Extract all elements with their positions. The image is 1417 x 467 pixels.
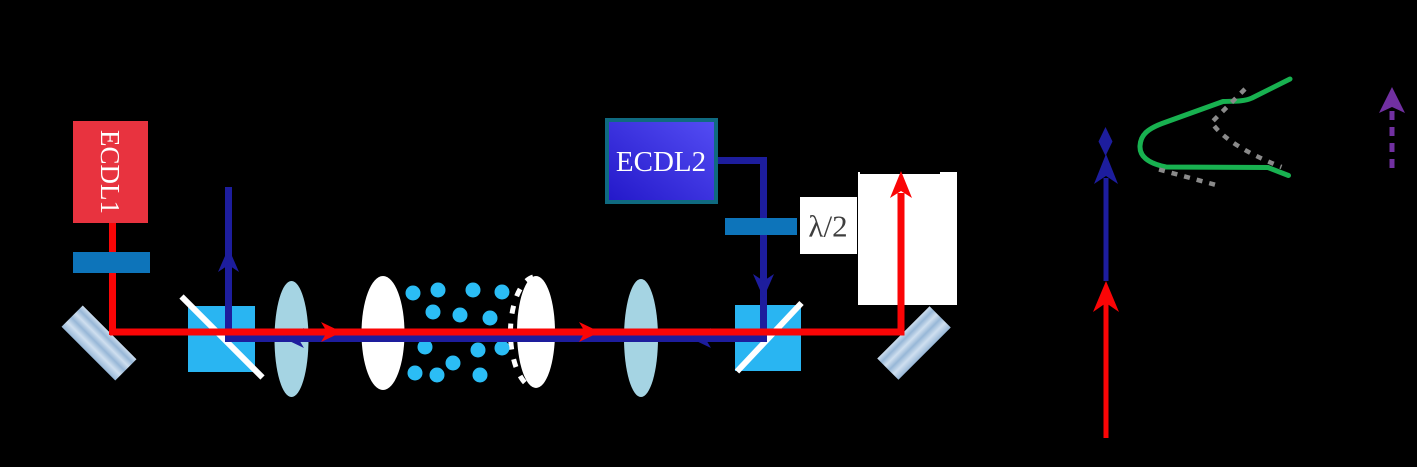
atom-dot (465, 282, 481, 298)
probe-transition-arrowhead-icon (1093, 281, 1119, 312)
half-wave-label-box (800, 197, 857, 254)
pbs-right-diagonal (734, 300, 804, 374)
mirror-right (877, 306, 951, 380)
pbs-left-diagonal (179, 294, 265, 380)
atom-dot (470, 342, 486, 358)
atom-dot (494, 340, 510, 356)
arrowhead-right-icon (579, 322, 600, 342)
tuning-arrowhead-icon (1379, 87, 1405, 113)
atom-dot (445, 355, 461, 371)
atom-cloud (405, 282, 510, 383)
half-wave-label: λ/2 (808, 209, 847, 244)
diabatic-dashed-line-2 (1158, 167, 1219, 188)
arrowhead-down-icon (753, 274, 774, 298)
diabatic-dashed-line-1 (1208, 87, 1283, 170)
atom-dot (425, 304, 441, 320)
arrowhead-up-icon (218, 248, 239, 272)
probe-beam-path (110, 193, 905, 336)
probe-beam (110, 193, 905, 336)
adiabatic-curve (1137, 76, 1293, 178)
atom-dot (417, 339, 433, 355)
atom-dot (407, 365, 423, 381)
ecdl2-box (605, 118, 718, 204)
atom-dot (494, 284, 510, 300)
ecdl1-box (73, 121, 148, 223)
isolator-plate-left (73, 252, 150, 273)
energy-level-diagram (1093, 76, 1405, 438)
ecdl2-label: ECDL2 (616, 146, 706, 178)
arrowhead-right-icon (321, 322, 342, 342)
half-wave-plate (725, 218, 797, 235)
detuning-diamond-icon (1098, 127, 1113, 156)
atom-dot (405, 285, 421, 301)
arrowhead-up-icon (890, 171, 912, 198)
atom-dot (452, 307, 468, 323)
laser-ecdl2: ECDL2 λ/2 (605, 118, 857, 254)
atom-dot (482, 310, 498, 326)
probe-beam-arrowheads (321, 171, 912, 342)
atom-dot (430, 282, 446, 298)
ecdl2-output-line (716, 157, 767, 252)
atom-dot (429, 367, 445, 383)
laser-ecdl1: ECDL1 (73, 121, 150, 335)
mirror-left (61, 305, 137, 381)
coupling-transition-arrowhead-icon (1094, 154, 1118, 184)
detector-top-bar (860, 166, 940, 174)
ecdl1-label: ECDL1 (95, 130, 125, 214)
cell-window-dashed-edge (507, 274, 534, 391)
atom-dot (472, 367, 488, 383)
